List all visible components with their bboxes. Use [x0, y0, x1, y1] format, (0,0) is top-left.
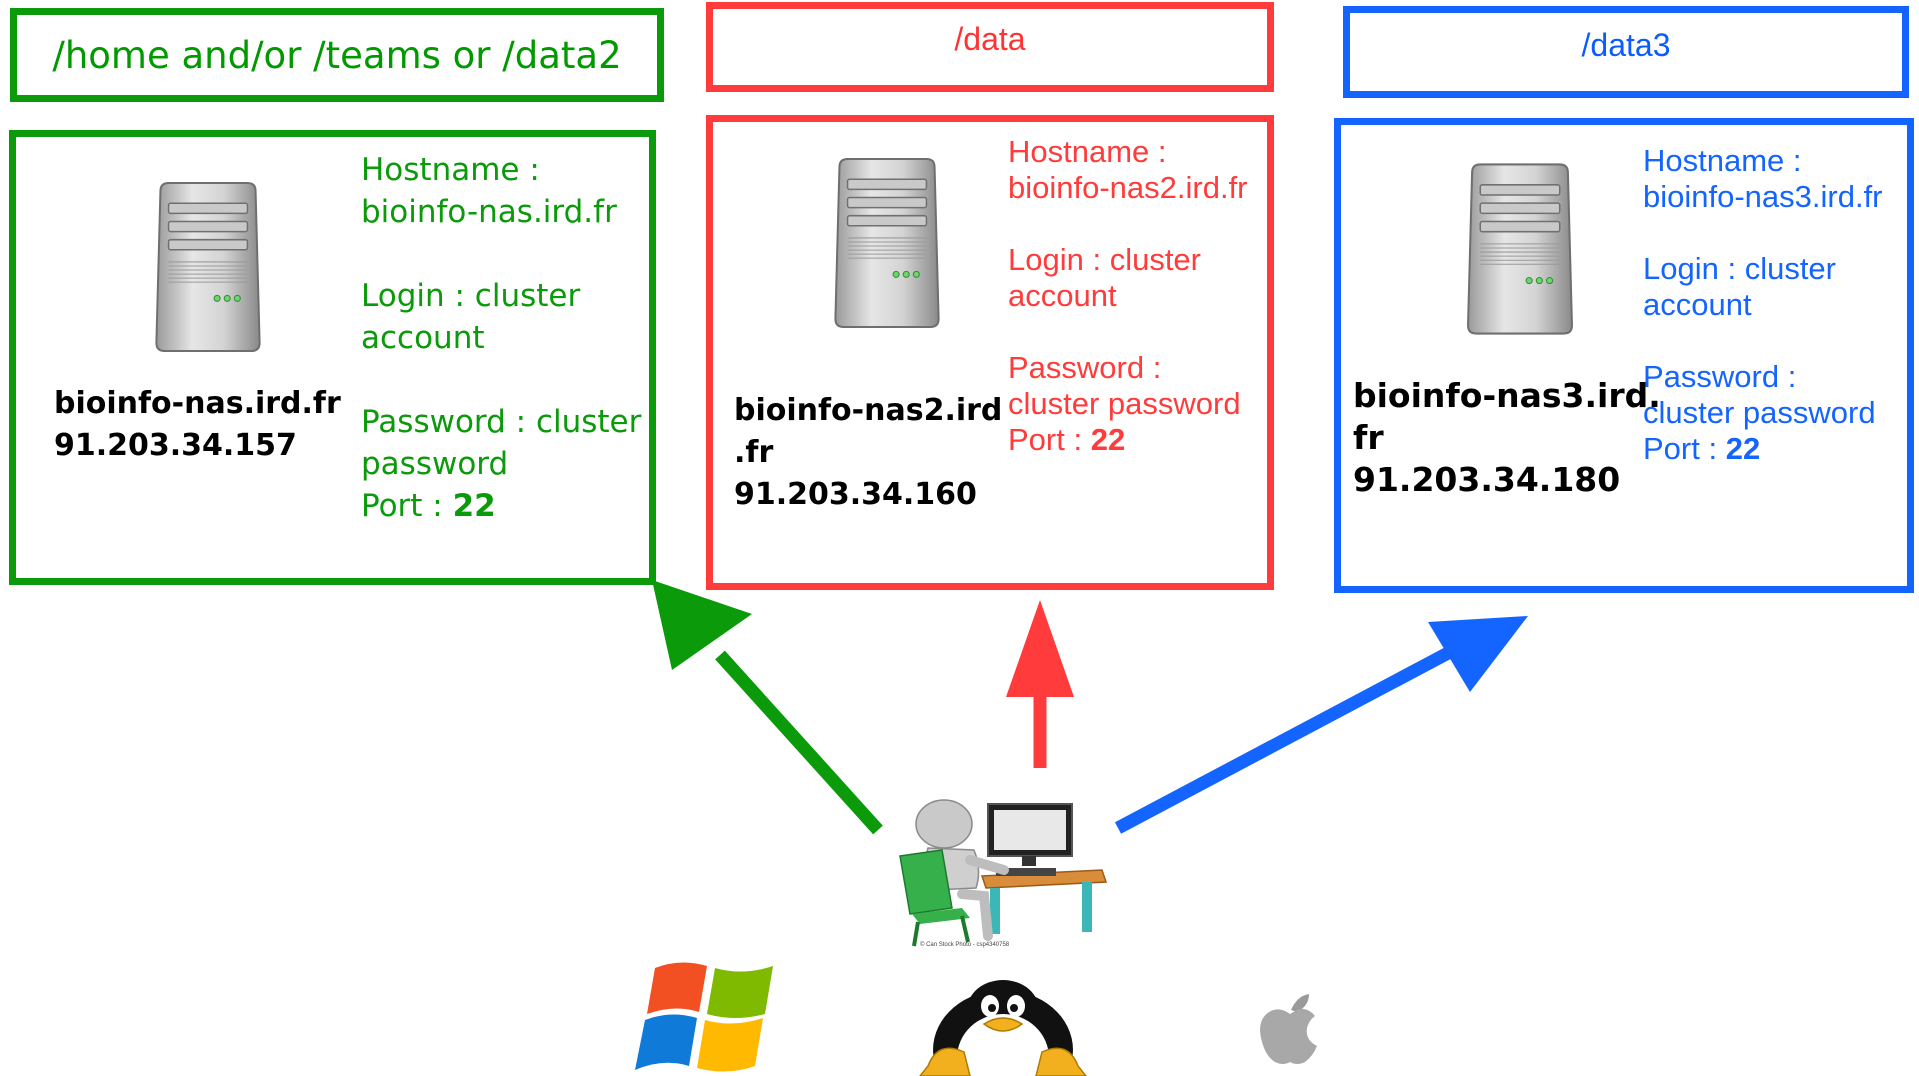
- user-at-computer-icon: © Can Stock Photo - csp4340758: [899, 799, 1108, 948]
- apple-logo-icon: [1260, 994, 1317, 1064]
- header-data: /data: [706, 2, 1274, 92]
- server-info: Hostname : bioinfo-nas2.ird.fr Login : c…: [1008, 134, 1248, 458]
- header-label: /home and/or /teams or /data2: [52, 33, 622, 77]
- server-name-block: bioinfo-nas2.ird .fr 91.203.34.160: [734, 390, 1002, 516]
- server-name-block: bioinfo-nas.ird.fr 91.203.34.157: [54, 383, 341, 467]
- login-value: account: [1643, 287, 1752, 322]
- header-data3: /data3: [1343, 6, 1909, 98]
- hostname-label: Hostname :: [1643, 143, 1802, 178]
- header-home-teams-data2: /home and/or /teams or /data2: [10, 8, 664, 102]
- password-value: password: [361, 446, 509, 482]
- server-name-line-2: fr: [1353, 418, 1384, 457]
- linux-tux-icon: [919, 980, 1087, 1076]
- hostname-label: Hostname :: [1008, 134, 1167, 169]
- server-info: Hostname : bioinfo-nas.ird.fr Login : cl…: [361, 149, 641, 527]
- server-card-nas: bioinfo-nas.ird.fr 91.203.34.157 Hostnam…: [9, 130, 656, 585]
- arrow-to-nas: [652, 580, 883, 835]
- windows-logo-icon: [635, 962, 773, 1072]
- hostname-value: bioinfo-nas.ird.fr: [361, 194, 617, 230]
- port-label: Port :: [361, 488, 453, 524]
- password-value: cluster password: [1643, 395, 1876, 430]
- login-label: Login : cluster: [361, 278, 581, 314]
- login-label: Login : cluster: [1643, 251, 1836, 286]
- hostname-value: bioinfo-nas3.ird.fr: [1643, 179, 1883, 214]
- server-name-line-2: .fr: [734, 435, 774, 470]
- port-line: Port : 22: [361, 485, 641, 527]
- port-line: Port : 22: [1643, 431, 1883, 467]
- header-label: /data: [954, 21, 1026, 57]
- server-info: Hostname : bioinfo-nas3.ird.fr Login : c…: [1643, 143, 1883, 467]
- port-line: Port : 22: [1008, 422, 1248, 458]
- server-ip: 91.203.34.180: [1353, 460, 1621, 499]
- password-value: cluster password: [1008, 386, 1241, 421]
- password-label: Password :: [1643, 359, 1797, 394]
- server-ip: 91.203.34.160: [734, 477, 977, 512]
- server-name: bioinfo-nas.ird.fr: [54, 386, 341, 421]
- server-name-line-1: bioinfo-nas3.ird.: [1353, 376, 1661, 415]
- login-value: account: [361, 320, 485, 356]
- password-label: Password : cluster: [361, 404, 642, 440]
- server-name-block: bioinfo-nas3.ird. fr 91.203.34.180: [1353, 375, 1661, 501]
- port-label: Port :: [1643, 431, 1726, 466]
- arrow-to-nas3: [1114, 616, 1528, 834]
- password-label: Password :: [1008, 350, 1162, 385]
- server-ip: 91.203.34.157: [54, 428, 297, 463]
- port-value: 22: [1090, 422, 1126, 457]
- port-label: Port :: [1008, 422, 1091, 457]
- hostname-value: bioinfo-nas2.ird.fr: [1008, 170, 1248, 205]
- arrow-to-nas2: [1006, 600, 1074, 768]
- login-label: Login : cluster: [1008, 242, 1201, 277]
- server-card-nas3: bioinfo-nas3.ird. fr 91.203.34.180 Hostn…: [1334, 118, 1914, 593]
- server-name-line-1: bioinfo-nas2.ird: [734, 393, 1003, 428]
- port-value: 22: [1725, 431, 1761, 466]
- watermark: © Can Stock Photo - csp4340758: [920, 941, 1010, 948]
- port-value: 22: [452, 488, 496, 524]
- hostname-label: Hostname :: [361, 152, 540, 188]
- server-card-nas2: bioinfo-nas2.ird .fr 91.203.34.160 Hostn…: [706, 115, 1274, 590]
- login-value: account: [1008, 278, 1117, 313]
- header-label: /data3: [1581, 27, 1671, 63]
